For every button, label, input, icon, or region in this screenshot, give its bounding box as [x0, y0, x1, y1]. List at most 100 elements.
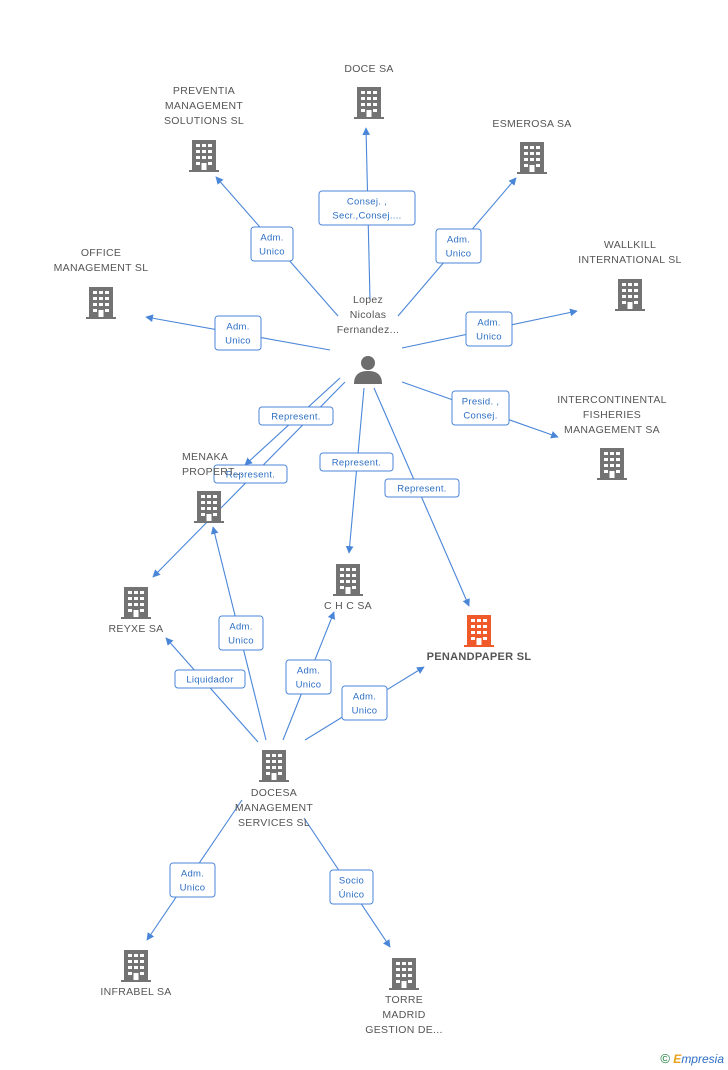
- node-label: PROPERT...: [182, 466, 243, 478]
- edge-label-text: Represent.: [332, 458, 381, 469]
- node-menaka[interactable]: MENAKAPROPERT...: [182, 451, 243, 523]
- edge-label-box: [258, 406, 334, 426]
- edge-label-person-to-menaka[interactable]: Represent.: [258, 406, 334, 426]
- node-person[interactable]: LopezNicolasFernandez...: [337, 294, 400, 384]
- edge-label-text: Consej.: [463, 411, 497, 422]
- building-icon: [354, 87, 384, 119]
- edge-label-text: Adm.: [447, 235, 470, 246]
- edge-label-box: [465, 311, 513, 347]
- edge-label-box: [218, 615, 264, 651]
- edge-label-docesa_mgmt-to-reyxe[interactable]: Liquidador: [174, 669, 246, 689]
- node-label: PENANDPAPER SL: [427, 651, 532, 663]
- node-label: GESTION DE...: [365, 1024, 442, 1036]
- edge-label-box: [435, 228, 482, 264]
- edge-label-docesa_mgmt-to-infrabel[interactable]: Adm. Unico: [169, 862, 216, 898]
- building-icon: [121, 950, 151, 982]
- building-icon: [333, 564, 363, 596]
- node-label: SERVICES SL: [238, 817, 310, 829]
- edge-label-box: [341, 685, 388, 721]
- edge-label-person-to-esmerosa[interactable]: Adm.Unico: [435, 228, 482, 264]
- edge-label-person-to-office[interactable]: Adm. Unico: [214, 315, 262, 351]
- logo-e-mark: E: [673, 1052, 682, 1066]
- node-esmerosa[interactable]: ESMEROSA SA: [492, 118, 571, 174]
- edge-label-person-to-reyxe[interactable]: Represent.: [213, 464, 288, 484]
- node-label: INTERCONTINENTAL: [557, 394, 667, 406]
- node-label: FISHERIES: [583, 409, 641, 421]
- edge-label-text: Liquidador: [186, 675, 233, 686]
- node-label: Nicolas: [350, 309, 387, 321]
- node-label: MADRID: [382, 1009, 425, 1021]
- edge-label-docesa_mgmt-to-menaka[interactable]: Adm. Unico: [218, 615, 264, 651]
- node-label: SOLUTIONS SL: [164, 115, 244, 127]
- person-icon: [354, 356, 382, 384]
- edge-label-person-to-intercontinental[interactable]: Presid. , Consej.: [451, 390, 510, 426]
- node-label: REYXE SA: [109, 623, 164, 635]
- node-label: ESMEROSA SA: [492, 118, 571, 130]
- node-label: Fernandez...: [337, 324, 400, 336]
- building-icon: [597, 448, 627, 480]
- node-reyxe[interactable]: REYXE SA: [109, 587, 164, 635]
- edge-label-text: Adm.: [260, 233, 283, 244]
- edge-label-text: Adm.: [181, 869, 204, 880]
- edge-label-person-to-wallkill[interactable]: Adm.Unico: [465, 311, 513, 347]
- edge-label-box: [169, 862, 216, 898]
- edge-label-text: Adm.: [353, 692, 376, 703]
- node-label: PREVENTIA: [173, 85, 235, 97]
- edge-label-box: [384, 478, 460, 498]
- edge-label-text: Unico: [180, 883, 206, 894]
- node-label: WALLKILL: [604, 239, 656, 251]
- building-icon: [86, 287, 116, 319]
- logo-text: mpresia: [681, 1052, 724, 1066]
- edge-label-text: Adm.: [229, 622, 252, 633]
- node-label: INTERNATIONAL SL: [578, 254, 681, 266]
- node-infrabel[interactable]: INFRABEL SA: [100, 950, 171, 998]
- edge-label-text: Represent.: [397, 484, 446, 495]
- node-label: C H C SA: [324, 600, 372, 612]
- node-label: MANAGEMENT: [165, 100, 244, 112]
- edge-label-docesa_mgmt-to-chc[interactable]: Adm.Unico: [285, 659, 332, 695]
- edge-label-text: Socio: [339, 876, 364, 887]
- edge-label-box: [329, 869, 374, 905]
- edge-label-text: Represent.: [271, 412, 320, 423]
- edge-label-box: [174, 669, 246, 689]
- building-icon: [259, 750, 289, 782]
- node-preventia[interactable]: PREVENTIA MANAGEMENT SOLUTIONS SL: [164, 85, 244, 172]
- edge-label-person-to-penandpaper[interactable]: Represent.: [384, 478, 460, 498]
- empresia-logo[interactable]: © Empresia: [660, 1051, 724, 1066]
- node-label: MANAGEMENT SL: [54, 262, 149, 274]
- edge-docesa_mgmt-to-reyxe: [165, 637, 259, 743]
- edge-label-text: Unico: [296, 680, 322, 691]
- edge-label-text: Unico: [352, 706, 378, 717]
- edge-label-text: Unico: [225, 336, 251, 347]
- edge-label-person-to-docesa_sa[interactable]: Consej. ,Secr.,Consej....: [318, 190, 416, 226]
- edge-label-box: [285, 659, 332, 695]
- node-label: Lopez: [353, 294, 383, 306]
- edge-label-person-to-preventia[interactable]: Adm. Unico: [250, 226, 294, 262]
- node-wallkill[interactable]: WALLKILL INTERNATIONAL SL: [578, 239, 681, 311]
- edge-label-docesa_mgmt-to-penandpaper[interactable]: Adm. Unico: [341, 685, 388, 721]
- node-torre[interactable]: TORRE MADRID GESTION DE...: [365, 958, 442, 1036]
- node-chc[interactable]: C H C SA: [324, 564, 372, 612]
- edge-label-text: Consej. ,: [347, 197, 387, 208]
- node-label: INFRABEL SA: [100, 986, 171, 998]
- edge-label-text: Unico: [259, 247, 285, 258]
- edge-label-text: Único: [339, 890, 365, 901]
- building-icon: [615, 279, 645, 311]
- node-label: MANAGEMENT: [235, 802, 314, 814]
- edge-label-text: Adm.: [477, 318, 500, 329]
- edge-label-person-to-chc[interactable]: Represent.: [319, 452, 394, 472]
- node-label: TORRE: [385, 994, 423, 1006]
- nodes-layer: DOCE SA PREVENTIA MANAGEMENT SOLUTIONS SL ES…: [54, 63, 682, 1036]
- building-icon: [121, 587, 151, 619]
- node-penandpaper[interactable]: PENANDPAPER SL: [427, 615, 532, 663]
- edge-label-text: Unico: [228, 636, 254, 647]
- building-icon: [189, 140, 219, 172]
- node-docesa_sa[interactable]: DOCE SA: [344, 63, 393, 119]
- edge-label-text: Presid. ,: [462, 397, 500, 408]
- edge-label-text: Adm.: [226, 322, 249, 333]
- edge-label-box: [318, 190, 416, 226]
